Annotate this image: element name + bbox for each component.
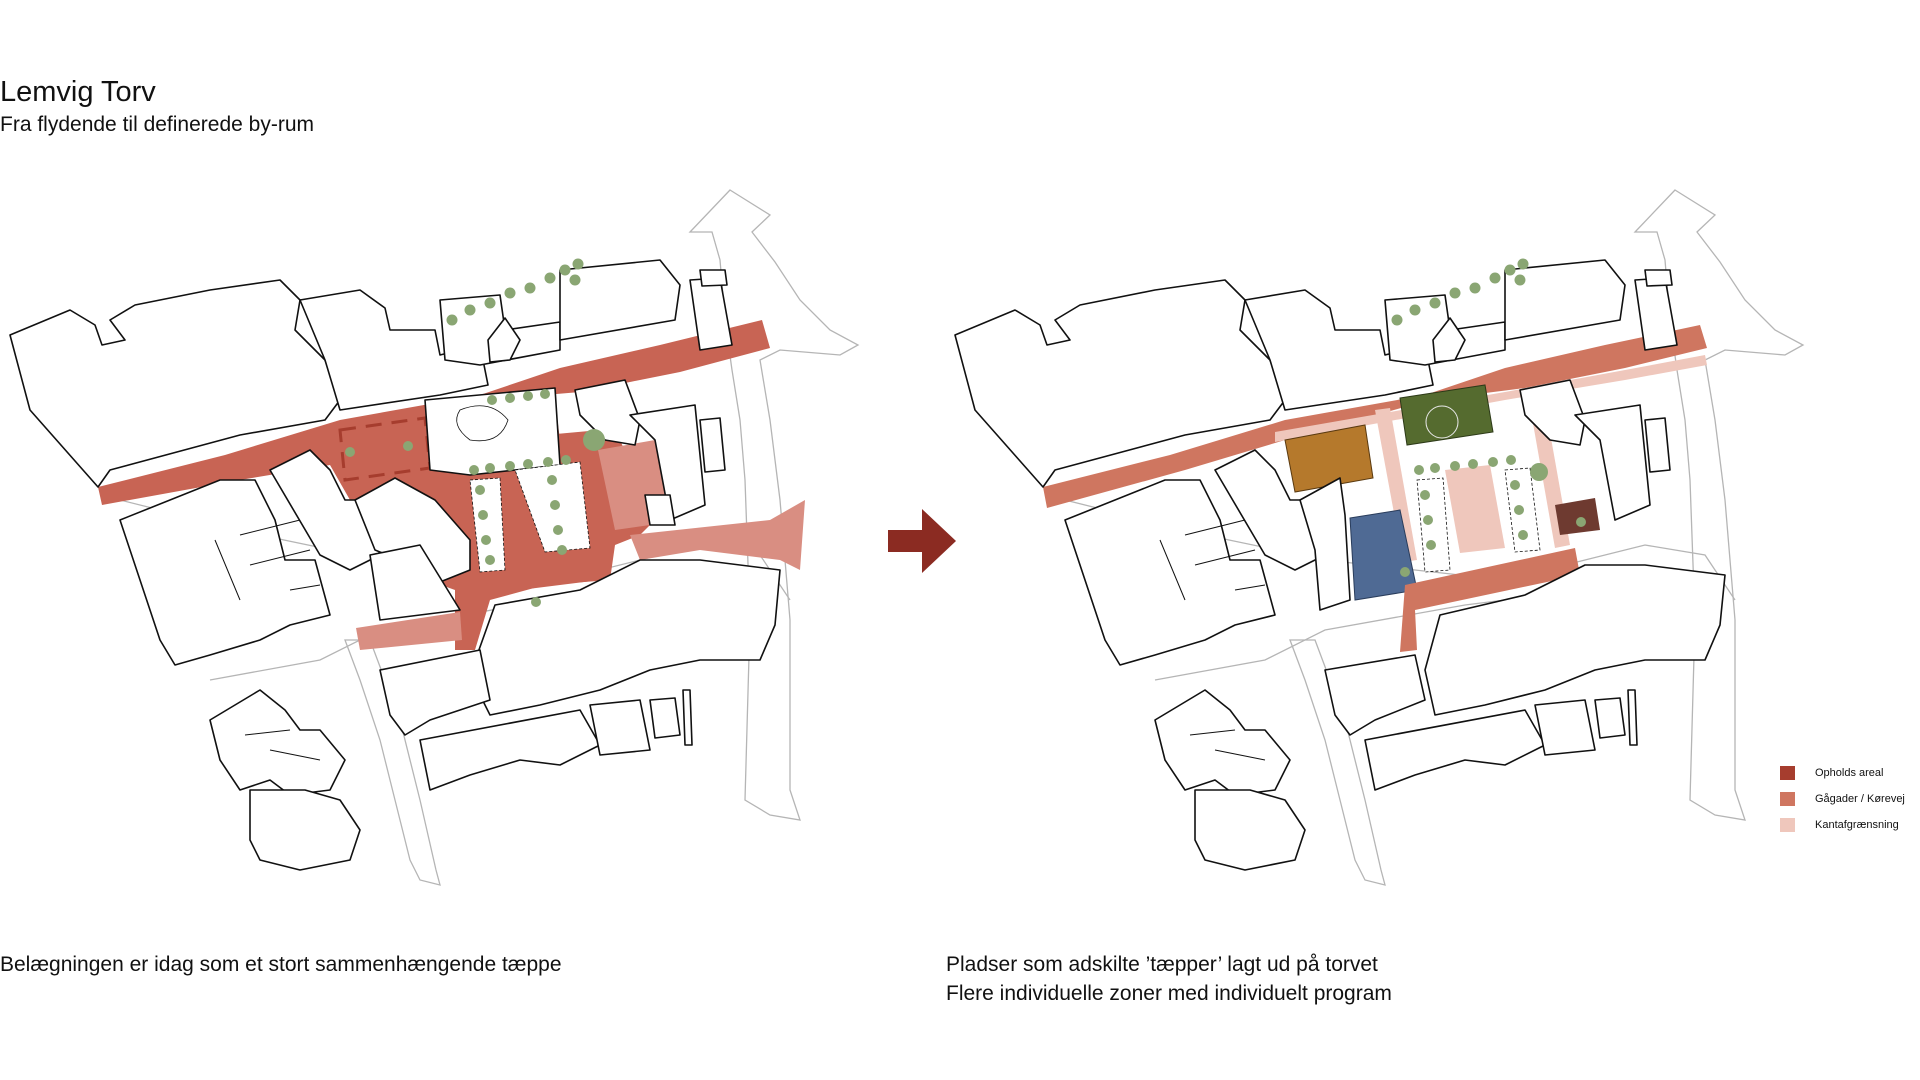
legend-swatch [1780, 766, 1795, 780]
building-s1-r [1424, 564, 1726, 716]
legend-swatch [1780, 818, 1795, 832]
street-south [1400, 548, 1580, 652]
plaza-circle [456, 405, 509, 442]
building-e4 [644, 494, 676, 526]
building-fsw1 [209, 689, 346, 796]
caption-existing: Belægningen er idag som et stort sammenh… [0, 953, 562, 976]
street-main [1043, 325, 1707, 508]
building-s6-r [1627, 689, 1638, 746]
building-e3-r [1644, 417, 1671, 473]
building-e3 [699, 417, 726, 473]
building-n4 [559, 259, 681, 341]
zone-ochre [1284, 424, 1374, 493]
road-outline-south-r [1289, 639, 1386, 886]
building-n7 [487, 317, 521, 363]
building-n7-r [1432, 317, 1466, 363]
transition-arrow-icon [888, 509, 956, 573]
caption-proposal-line-2: Flere individuelle zoner med individuelt… [946, 982, 1392, 1005]
zone-green-circle [1425, 405, 1459, 439]
parking-row-1-r [1416, 477, 1451, 573]
building-sw1-r [1064, 479, 1276, 666]
tree-group-right [1391, 258, 1586, 577]
building-sw3-r [1299, 477, 1351, 611]
building-n6 [699, 269, 728, 287]
building-sw4 [369, 544, 461, 621]
building-e2 [629, 404, 706, 521]
building-fsw1-r [1154, 689, 1291, 796]
legend-swatch [1780, 792, 1795, 806]
legend-label: Gågader / Kørevej [1815, 793, 1905, 805]
building-s4-r [1534, 699, 1596, 756]
zone-brown [1555, 498, 1600, 535]
building-fsw2 [249, 789, 361, 871]
building-sw-divider [214, 519, 321, 601]
plan-existing [9, 189, 860, 886]
page-title: Lemvig Torv [0, 76, 156, 108]
building-e1-r [1519, 379, 1586, 446]
building-s3-r [1364, 709, 1546, 791]
parking-row-1 [469, 477, 506, 573]
building-s3 [419, 709, 601, 791]
building-n1-r [954, 279, 1286, 488]
building-n4-r [1504, 259, 1626, 341]
edge-zone-2 [1375, 408, 1417, 562]
building-s2 [379, 649, 491, 736]
road-outline-south [344, 639, 441, 886]
building-n6-r [1644, 269, 1673, 287]
building-e2-r [1574, 404, 1651, 521]
building-sw1 [119, 479, 331, 666]
plan-proposal [954, 189, 1805, 886]
tree-group-left [345, 258, 605, 607]
page-subtitle: Fra flydende til definerede by-rum [0, 113, 314, 136]
building-e1 [574, 379, 641, 446]
carpet-road-west-light [356, 612, 462, 650]
carpet-road-east-light [630, 500, 805, 570]
building-s6 [682, 689, 693, 746]
building-fsw-divider-r [1189, 729, 1266, 761]
edge-zone-4 [1445, 465, 1505, 553]
caption-proposal-line-1: Pladser som adskilte ’tæpper’ lagt ud på… [946, 953, 1378, 976]
building-s4 [589, 699, 651, 756]
building-fsw2-r [1194, 789, 1306, 871]
legend-label: Kantafgrænsning [1815, 819, 1899, 831]
building-fsw-divider [244, 729, 321, 761]
building-s5 [649, 697, 681, 739]
building-sw-divider-r [1159, 519, 1266, 601]
building-s1 [469, 559, 781, 716]
zone-green [1399, 384, 1494, 446]
legend-label: Opholds areal [1815, 767, 1884, 779]
building-s2-r [1324, 654, 1426, 736]
building-s5-r [1594, 697, 1626, 739]
